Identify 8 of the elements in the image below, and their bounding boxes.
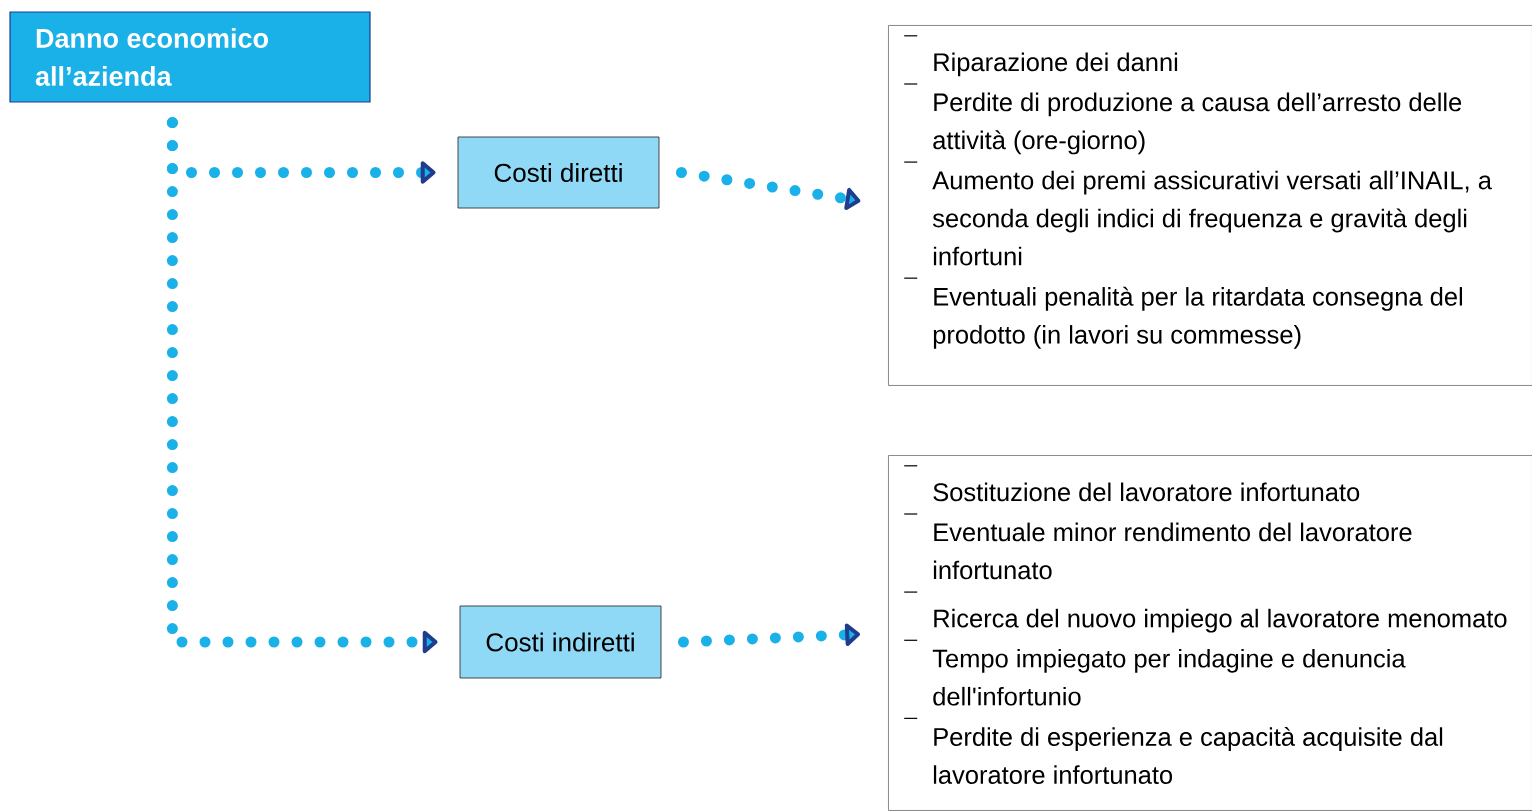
dotted-arrow [166, 117, 438, 654]
list-box: Sostituzione del lavoratore infortunato Eventuale minor rendimento del lavoratore infortunato Ricerca del nuovo impiego al lavoratore menomato Tempo impiegato per indagine e denuncia dell'infortunio Perdite di esperienza e capacità acquisite dal lavoratore infortunato [888, 455, 1532, 811]
list-box: Riparazione dei danni Perdite di produzione a causa dell’arresto delle attività (ore-giorno) Aumento dei premi assicurativi versati all’INAIL, a seconda degli indici di frequenza e gravità degli infortuni Eventuali penalità per la ritardata consegna del prodotto (in lavori su commesse) [888, 25, 1532, 386]
dotted-arrow [677, 623, 861, 648]
cost-box: Costi indiretti [459, 605, 662, 679]
title-box: Danno economico all’azienda [9, 11, 371, 103]
dotted-arrow [675, 167, 861, 211]
cost-box: Costi diretti [457, 136, 660, 209]
